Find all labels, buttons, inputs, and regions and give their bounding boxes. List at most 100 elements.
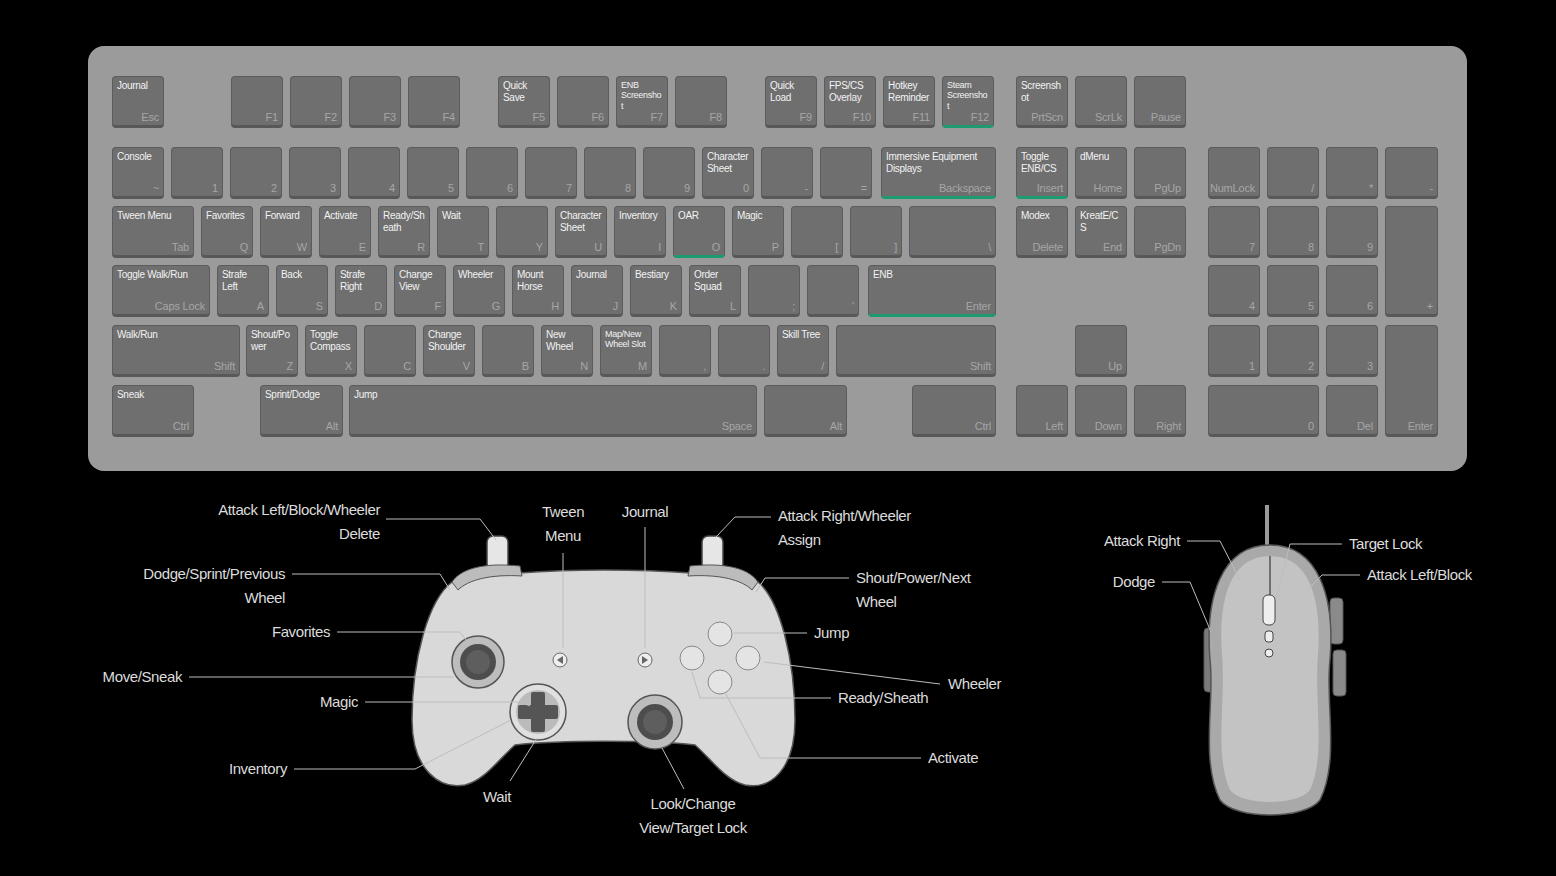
keyboard-key: Up [1075,325,1127,377]
key-legend: F1 [266,111,278,123]
callout-label: Attack Left/Block [1367,563,1517,587]
keyboard-key: 7 [525,147,577,199]
keyboard-key: + [1385,206,1438,317]
key-legend: S [316,300,323,312]
key-legend: P [772,241,779,253]
callout-label: Dodge/Sprint/Previous Wheel [115,562,285,610]
key-legend: 2 [1308,360,1314,372]
key-legend: PgUp [1154,182,1181,194]
keyboard-key: dMenuHome [1075,147,1127,199]
keyboard-key: ; [748,265,800,317]
key-legend: 6 [507,182,513,194]
key-action: Immersive Equipment Displays [886,151,991,174]
key-action: Screenshot [1021,80,1063,103]
key-legend: U [594,241,602,253]
keyboard-key: C [364,325,416,377]
key-action: Bestiary [635,269,677,281]
keyboard-key: WaitT [437,206,489,258]
key-legend: H [551,300,559,312]
keyboard-key: * [1326,147,1378,199]
keyboard-key: 8 [584,147,636,199]
key-legend: Down [1095,420,1122,432]
keyboard-key: Down [1075,385,1127,437]
keyboard-key: Quick LoadF9 [765,76,817,128]
gamepad [412,536,795,786]
callout-label: Tween Menu [531,500,595,548]
key-legend: Ctrl [975,420,991,432]
key-legend: L [730,300,736,312]
keyboard-key: \ [909,206,996,258]
key-legend: 8 [1308,241,1314,253]
keyboard-key: 2 [230,147,282,199]
keyboard-key: = [820,147,872,199]
key-legend: Q [240,241,248,253]
key-legend: O [712,241,720,253]
keyboard-key: Steam ScreenshotF12 [942,76,994,128]
key-legend: + [1427,300,1433,312]
keyboard-key: ] [850,206,902,258]
key-legend: , [703,360,706,372]
callout-label: Wheeler [948,672,1048,696]
key-legend: Alt [326,420,338,432]
callout-label: Target Lock [1349,532,1469,556]
key-legend: D [374,300,382,312]
key-legend: 3 [330,182,336,194]
keyboard-key: Toggle CompassX [305,325,357,377]
keyboard-key: PgDn [1134,206,1186,258]
callout-label: Favorites [180,620,330,644]
key-action: Mount Horse [517,269,559,292]
key-legend: F2 [325,111,337,123]
callout-label: Ready/Sheath [838,686,958,710]
keyboard-key: . [718,325,770,377]
key-legend: N [580,360,588,372]
keyboard-key: New WheelN [541,325,593,377]
keyboard-key: Character SheetU [555,206,607,258]
keyboard-key: JumpSpace [349,385,757,437]
key-action: Magic [737,210,779,222]
key-action: dMenu [1080,151,1122,163]
keyboard-key: NumLock [1208,147,1260,199]
key-legend: 3 [1367,360,1373,372]
key-action: Wait [442,210,484,222]
key-legend: T [477,241,484,253]
keyboard-key: Strafe LeftA [217,265,269,317]
key-legend: F10 [853,111,871,123]
keyboard-key: - [1385,147,1438,199]
key-legend: 1 [1249,360,1255,372]
key-legend: K [670,300,677,312]
key-legend: F [434,300,441,312]
key-legend: 9 [684,182,690,194]
keyboard-key: Toggle Walk/RunCaps Lock [112,265,210,317]
key-legend: J [613,300,618,312]
keyboard-key: ENBEnter [868,265,996,317]
key-legend: Left [1045,420,1063,432]
keyboard-key: B [482,325,534,377]
key-legend: 5 [448,182,454,194]
key-legend: PrtScn [1031,111,1063,123]
key-legend: 2 [271,182,277,194]
key-action: Ready/Sheath [383,210,425,233]
keyboard-key: Hotkey ReminderF11 [883,76,935,128]
keyboard-key: Shift [836,325,996,377]
keyboard-key: Alt [764,385,847,437]
key-legend: F11 [912,111,930,123]
key-action: Journal [117,80,159,92]
key-legend: Delete [1032,241,1063,253]
key-legend: Caps Lock [155,300,205,312]
key-action: Back [281,269,323,281]
key-action: Steam Screenshot [947,80,989,111]
key-legend: Enter [1408,420,1433,432]
key-action: Modex [1021,210,1063,222]
keyboard-key: F4 [408,76,460,128]
key-legend: Enter [966,300,991,312]
key-action: Forward [265,210,307,222]
key-legend: 0 [743,182,749,194]
key-action: Tween Menu [117,210,189,222]
keyboard-body [88,46,1467,471]
key-legend: F9 [800,111,812,123]
keyboard-key: Map/New Wheel SlotM [600,325,652,377]
key-legend: NumLock [1210,182,1255,194]
keyboard-key: Sprint/DodgeAlt [260,385,343,437]
callout-label: Journal [595,500,695,524]
